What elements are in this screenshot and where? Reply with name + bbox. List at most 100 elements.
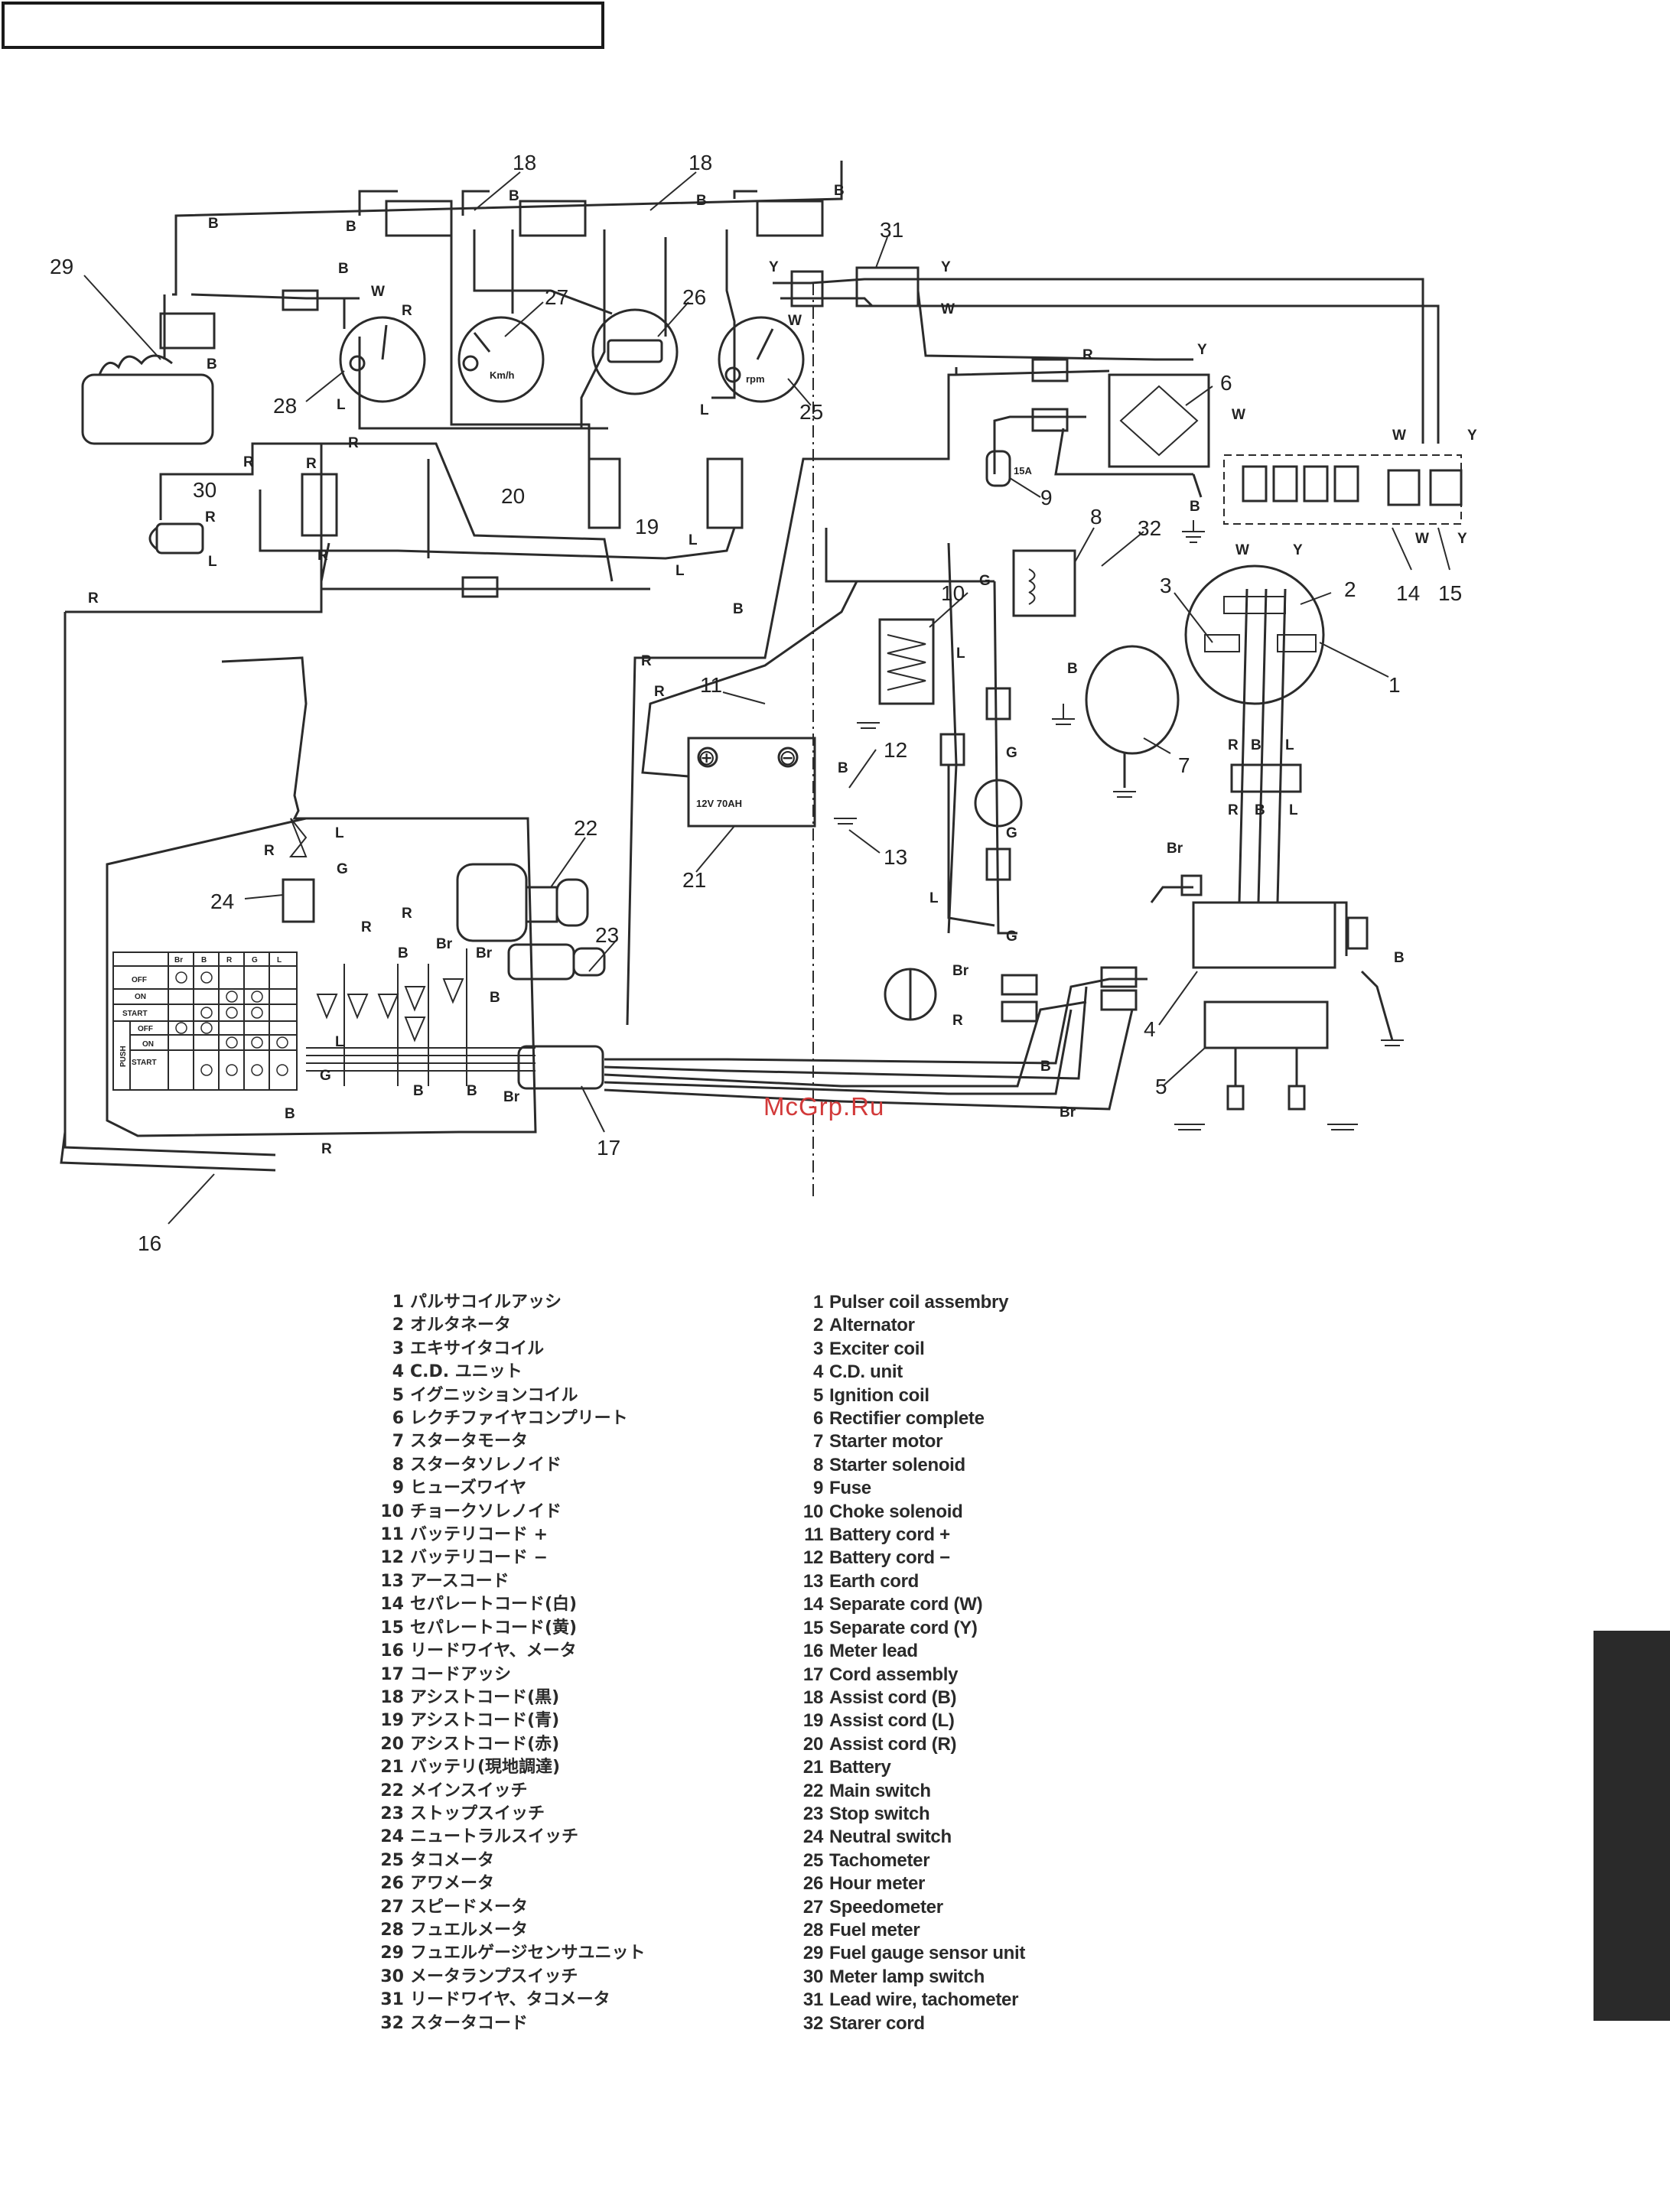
wire-code-y: Y	[1293, 542, 1303, 558]
wire-code-b: B	[467, 1083, 477, 1099]
watermark: McGrp.Ru	[763, 1092, 884, 1121]
leader-lines	[83, 171, 1450, 1225]
callout-18a: 18	[513, 151, 536, 174]
legend-number: 32	[380, 2013, 404, 2033]
legend-number: 27	[380, 1897, 404, 1917]
legend-label: バッテリコード −	[410, 1548, 549, 1568]
legend-number: 20	[380, 1734, 404, 1754]
legend-number: 24	[380, 1827, 404, 1847]
legend-label: フュエルゲージセンサユニット	[410, 1944, 646, 1963]
legend-label: Alternator	[829, 1315, 915, 1336]
legend-number: 18	[380, 1687, 404, 1707]
wire-code-b: B	[490, 990, 500, 1006]
legend-number: 6	[392, 1409, 404, 1429]
wire-code-l: L	[929, 890, 939, 906]
legend-number: 5	[812, 1384, 823, 1406]
legend-number: 10	[380, 1501, 404, 1521]
wire-code-br: Br	[1167, 841, 1183, 857]
components: Km/h rpm 15A ⊕ ⊖	[81, 308, 1404, 1137]
wire-code-r: R	[361, 919, 372, 935]
legend-label: Battery cord −	[829, 1547, 950, 1569]
legend-number: 2	[392, 1316, 404, 1335]
callout-13: 13	[884, 845, 907, 869]
callout-17: 17	[597, 1136, 620, 1160]
battery-plus: ⊕	[698, 746, 715, 769]
legend-label: イグニッションコイル	[410, 1385, 578, 1405]
connector-15	[1429, 469, 1463, 506]
legend-label: オルタネータ	[410, 1316, 512, 1335]
legend-number: 7	[812, 1431, 823, 1452]
wire-code-r: R	[88, 590, 99, 607]
legend-label: アシストコード(赤)	[410, 1734, 560, 1754]
legend-label: ストップスイッチ	[410, 1804, 545, 1823]
legend-number: 15	[380, 1618, 404, 1638]
legend-number: 32	[802, 2012, 823, 2034]
legend-label: セパレートコード(黄)	[410, 1618, 578, 1638]
cord-assembly	[517, 1045, 604, 1090]
legend-label: Choke solenoid	[829, 1501, 963, 1522]
wire-code-l: L	[956, 646, 965, 662]
callout-27: 27	[545, 285, 568, 309]
wire-code-b: B	[346, 219, 356, 235]
hour-meter	[591, 308, 679, 395]
legend-number: 29	[380, 1944, 404, 1963]
callout-28: 28	[273, 394, 297, 418]
wire-code-br: Br	[1060, 1104, 1076, 1121]
connector-sep-4	[1333, 465, 1359, 503]
legend-number: 9	[812, 1478, 823, 1499]
legend-label: C.D. ユニット	[410, 1362, 522, 1382]
legend-label: Pulser coil assembry	[829, 1292, 1009, 1313]
legend-number: 23	[802, 1803, 823, 1824]
callout-15: 15	[1438, 581, 1462, 605]
callout-18b: 18	[689, 151, 712, 174]
legend-number: 1	[812, 1292, 823, 1313]
legend-label: タコメータ	[410, 1850, 495, 1870]
ignition-coil	[1203, 1000, 1329, 1049]
legend-label: エキサイタコイル	[410, 1339, 545, 1358]
legend-label: Starter solenoid	[829, 1454, 965, 1475]
legend-label: バッテリコード +	[410, 1525, 549, 1545]
wires	[60, 161, 1440, 1172]
connector-sep-2	[1272, 465, 1298, 503]
legend-label: Battery cord +	[829, 1524, 950, 1546]
wire-code-g: G	[1006, 929, 1017, 945]
wire-code-g: G	[337, 861, 348, 877]
legend-number: 6	[812, 1408, 823, 1430]
wire-code-g: G	[320, 1068, 331, 1084]
wire-code-g: G	[1006, 745, 1017, 761]
legend-number: 20	[802, 1733, 823, 1755]
callout-24: 24	[210, 890, 234, 913]
legend-number: 3	[812, 1338, 823, 1359]
callout-22: 22	[574, 816, 597, 840]
switch-col-g: G	[252, 956, 258, 964]
wire-code-w: W	[941, 301, 955, 317]
legend-label: Cord assembly	[829, 1664, 959, 1685]
callout-6: 6	[1220, 371, 1232, 395]
legend-number: 3	[392, 1339, 404, 1358]
legend-number: 17	[380, 1664, 404, 1684]
callout-numbers: 1 2 3 4 5 6 7 8 9 10 11 12 13 14 15 16 1…	[50, 151, 1462, 1255]
connector-19	[706, 457, 744, 529]
legend-label: チョークソレノイド	[410, 1501, 562, 1521]
wire-code-b: B	[696, 193, 707, 209]
tachometer	[718, 316, 805, 403]
callout-3: 3	[1160, 574, 1172, 597]
wire-code-b: B	[1394, 950, 1405, 966]
